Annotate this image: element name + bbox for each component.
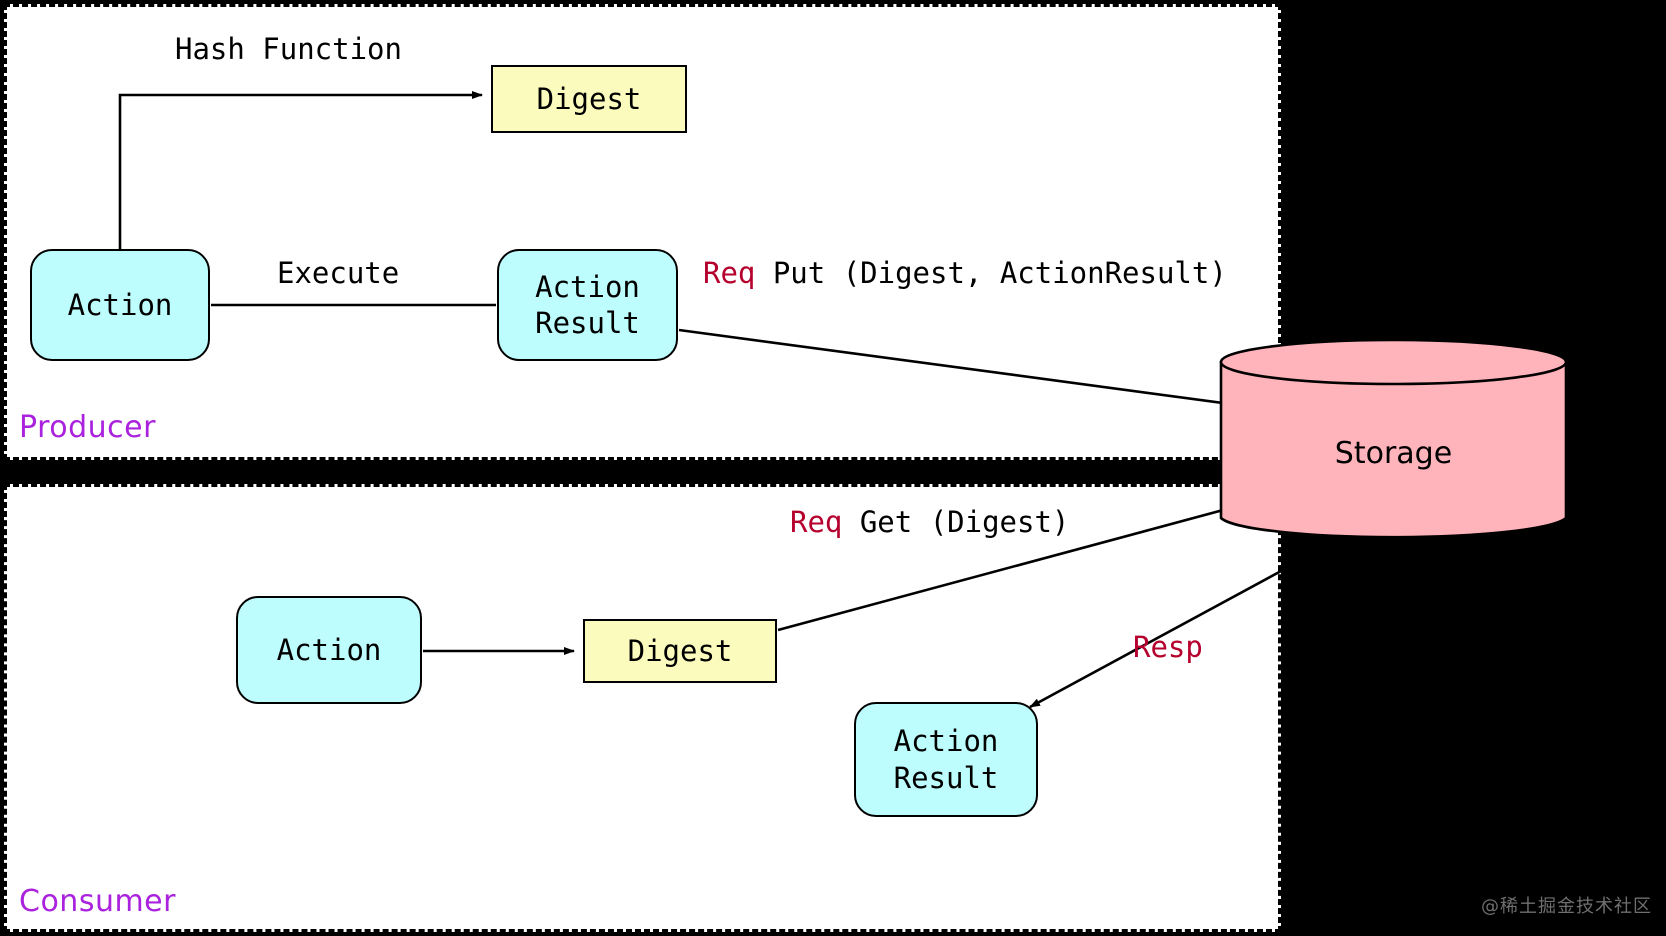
edge-label-execute: Execute: [277, 256, 400, 290]
node-consumer-action-result[interactable]: Action Result: [854, 702, 1038, 817]
edge-label-hash-function: Hash Function: [175, 32, 402, 66]
swimlane-producer-label: Producer: [19, 410, 156, 445]
watermark: @稀土掘金技术社区: [1481, 896, 1652, 917]
edge-label-put-text: Put (Digest, ActionResult): [755, 256, 1227, 290]
node-producer-action[interactable]: Action: [30, 249, 210, 361]
node-producer-digest[interactable]: Digest: [491, 65, 687, 133]
edge-label-put-req: Req: [703, 256, 756, 290]
edge-label-get-text: Get (Digest): [842, 505, 1070, 539]
swimlane-consumer-label: Consumer: [19, 884, 176, 919]
node-consumer-action[interactable]: Action: [236, 596, 422, 704]
edge-label-get: Req Get (Digest): [790, 505, 1069, 539]
node-consumer-digest[interactable]: Digest: [583, 619, 777, 683]
swimlane-consumer: Consumer: [4, 484, 1281, 932]
edge-label-put: Req Put (Digest, ActionResult): [703, 256, 1227, 290]
node-storage-cylinder[interactable]: [1219, 338, 1568, 540]
edge-label-get-req: Req: [790, 505, 843, 539]
node-producer-action-result[interactable]: Action Result: [497, 249, 678, 361]
edge-label-resp: Resp: [1133, 630, 1203, 664]
